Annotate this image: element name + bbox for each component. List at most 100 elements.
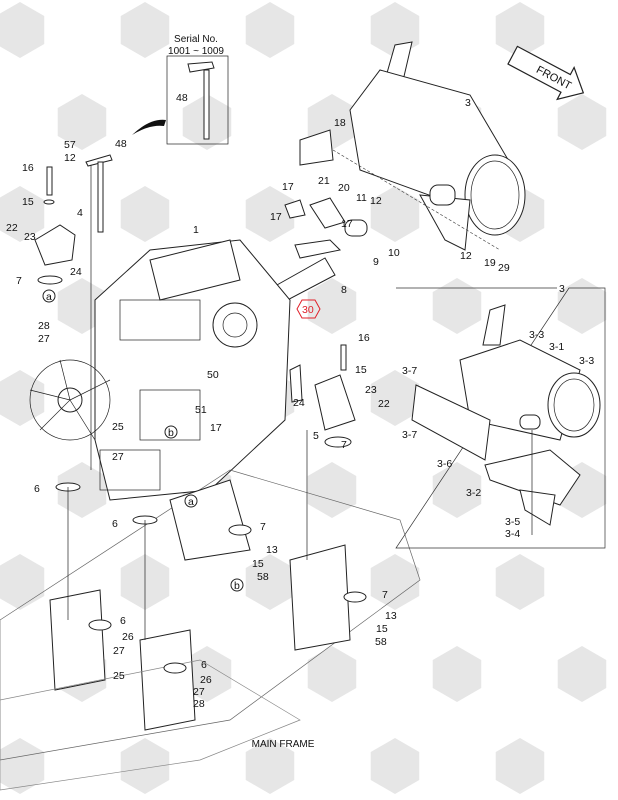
callout: 12 <box>370 195 382 207</box>
inset-title: 3 <box>559 283 565 295</box>
watermark-hexagon <box>0 554 45 610</box>
callout: 3-6 <box>437 458 452 470</box>
reference-marker: b <box>234 580 240 592</box>
reference-circle <box>42 289 56 303</box>
watermark-hexagon <box>0 186 45 242</box>
callout: 9 <box>373 256 379 268</box>
engine <box>29 239 291 501</box>
diagram-title: MAIN FRAME <box>252 739 315 750</box>
watermark-hexagon <box>245 186 295 242</box>
watermark-hexagon <box>0 2 45 58</box>
callout: 20 <box>338 182 350 194</box>
watermark-hexagon <box>120 186 170 242</box>
watermark-hexagon <box>370 370 420 426</box>
reference-circle <box>230 578 244 592</box>
right-mount <box>289 344 356 448</box>
reference-circle <box>164 425 178 439</box>
callout: 27 <box>113 645 125 657</box>
callout: 3-3 <box>529 329 544 341</box>
callout: 26 <box>122 631 134 643</box>
reference-circle <box>184 494 198 508</box>
watermark-hexagon <box>57 278 107 334</box>
callout: 28 <box>38 320 50 332</box>
callout: 25 <box>113 670 125 682</box>
callout: 6 <box>112 518 118 530</box>
callout: 6 <box>120 615 126 627</box>
watermark-hexagon <box>557 646 607 702</box>
serial-inset: Serial No. 1001 ~ 1009 48 <box>132 34 229 145</box>
callout: 17 <box>210 422 222 434</box>
watermark-hexagon <box>432 462 482 518</box>
watermark-hexagon <box>370 554 420 610</box>
watermark-hexagon <box>370 186 420 242</box>
watermark-hexagon <box>307 278 357 334</box>
watermark-hexagon <box>557 278 607 334</box>
callout: 5 <box>313 430 319 442</box>
callout: 15 <box>376 623 388 635</box>
callout: 3-5 <box>505 516 520 528</box>
callout: 8 <box>341 284 347 296</box>
callout: 28 <box>193 698 205 710</box>
watermark-hexagon <box>182 646 232 702</box>
callout: 7 <box>260 521 266 533</box>
callout: 51 <box>195 404 207 416</box>
callout: 57 <box>64 139 76 151</box>
muffler <box>299 41 526 251</box>
front-arrow: FRONT <box>507 45 585 101</box>
watermark-hexagon <box>495 2 545 58</box>
callout: 58 <box>257 571 269 583</box>
callout: 22 <box>6 222 18 234</box>
watermark-hexagon <box>495 554 545 610</box>
watermark-hexagon <box>245 2 295 58</box>
callout: 3-1 <box>549 341 564 353</box>
callout: 24 <box>293 397 305 409</box>
callout: 15 <box>252 558 264 570</box>
callout: 18 <box>334 117 346 129</box>
highlight-hexagon <box>296 299 321 319</box>
watermark-hexagon <box>0 370 45 426</box>
callout: 3-3 <box>579 355 594 367</box>
callout: 12 <box>460 250 472 262</box>
watermark-hexagon <box>120 738 170 794</box>
callout: 15 <box>355 364 367 376</box>
callout: 30 <box>302 304 314 316</box>
watermark-hexagon <box>370 738 420 794</box>
callout: 3-4 <box>505 528 520 540</box>
callout: 48 <box>115 138 127 150</box>
callout: 23 <box>24 231 36 243</box>
callout: 12 <box>64 152 76 164</box>
callout: 29 <box>498 262 510 274</box>
watermark-hexagon <box>307 646 357 702</box>
callout: 3 <box>465 97 471 109</box>
watermark-hexagon <box>57 94 107 150</box>
watermark-hexagon <box>245 738 295 794</box>
callout: 15 <box>22 196 34 208</box>
callout: 6 <box>34 483 40 495</box>
watermark-hexagon <box>432 278 482 334</box>
watermark-hexagon <box>57 462 107 518</box>
callout: 16 <box>22 162 34 174</box>
callout: 17 <box>282 181 294 193</box>
callout: 27 <box>112 451 124 463</box>
left-mount <box>34 154 113 470</box>
callout: 22 <box>378 398 390 410</box>
callout: 11 <box>356 192 367 204</box>
callout: 7 <box>382 589 388 601</box>
serial-range: 1001 ~ 1009 <box>168 46 224 57</box>
callout: 50 <box>207 369 219 381</box>
callout: 4 <box>77 207 83 219</box>
callout: 16 <box>358 332 370 344</box>
reference-marker: a <box>46 291 52 303</box>
callout: 17 <box>270 211 282 223</box>
muffler-detail-inset: 3 <box>395 283 606 549</box>
callout: 7 <box>341 439 347 451</box>
callout: 19 <box>484 257 496 269</box>
watermark-hexagon <box>432 646 482 702</box>
callout: 23 <box>365 384 377 396</box>
callout: 27 <box>193 686 205 698</box>
callout: 3-2 <box>466 487 481 499</box>
main-frame <box>0 430 421 791</box>
callout: 26 <box>200 674 212 686</box>
